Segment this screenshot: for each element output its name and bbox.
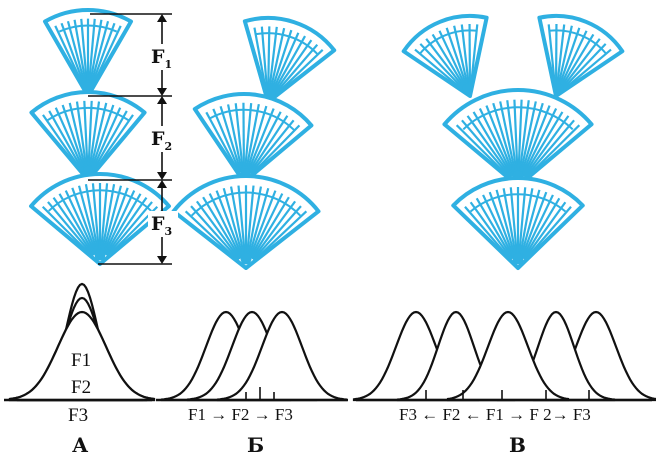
fan-c-top-left [401,14,489,98]
panel-c-labels: F3 ← F2 ← F1 → F 2→ F3 В [399,405,591,457]
fan-group [29,8,625,270]
fan-b-middle [192,92,314,184]
sequence-label-b: F1 → F2 → F3 [188,405,293,424]
panel-label-c: В [509,433,526,457]
curve-label-f3: F3 [68,405,88,426]
dim-label-f1: F1 [151,46,172,71]
tuning-curves [8,282,656,402]
sequence-label-c: F3 ← F2 ← F1 → F 2→ F3 [399,405,591,424]
curve-label-f1: F1 [71,350,91,371]
dim-label-f3: F3 [151,213,172,238]
panel-label-b: Б [247,433,264,457]
curve-label-f2: F2 [71,377,91,398]
fan-c-top-right [537,14,625,98]
dim-label-f2: F2 [151,128,172,153]
fan-c-middle [442,88,594,188]
panel-b-labels: F1 → F2 → F3 Б [188,405,293,457]
curve-c-center [446,310,570,402]
fan-c-bottom [451,176,585,270]
fan-b-top [242,16,337,104]
fan-a-top [43,8,133,98]
dimension-markers: F1 F2 F3 [88,13,178,265]
panel-label-a: А [72,433,89,457]
fan-a-bottom [29,172,171,266]
fan-a-middle [29,90,147,182]
axis-ticks [245,387,590,400]
panel-a-labels: F1 F2 F3 А [68,348,100,457]
curve-b-f3 [216,310,348,402]
fan-b-bottom [171,174,321,270]
